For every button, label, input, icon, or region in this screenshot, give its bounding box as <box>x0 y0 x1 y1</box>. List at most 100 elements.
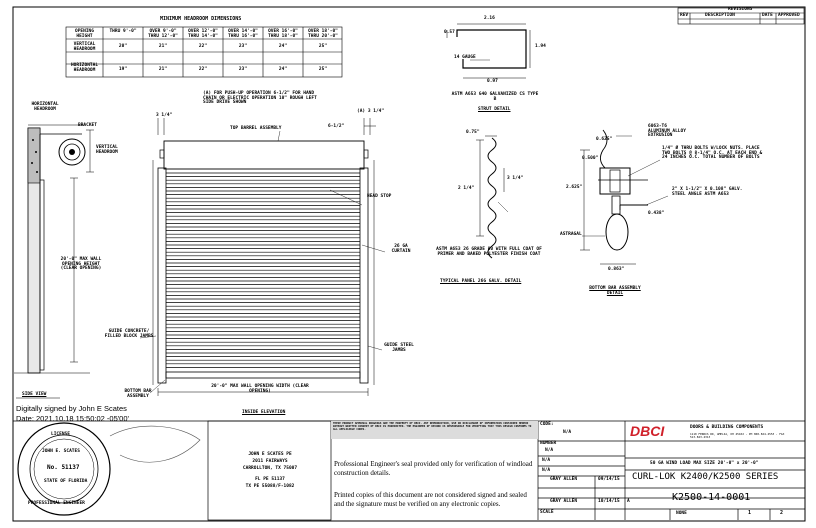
strut-spec: ASTM A653 G40 GALVANIZED CS TYPE B <box>451 92 539 102</box>
drawn-by: GRAY ALLEN <box>550 477 578 482</box>
copy-note: Printed copies of this document are not … <box>334 491 527 508</box>
cell-vertical: 24" <box>278 44 288 49</box>
label-operation-note: (A) FOR PUSH-UP OPERATION 6-1/2" FOR HAN… <box>203 91 317 105</box>
bottom-bar-detail-drawing <box>580 129 669 265</box>
cell-vertical: 25" <box>318 44 328 49</box>
signature-line-2: Date: 2021.10.18 15:50:02 -05'00' <box>16 414 129 423</box>
company-address: 1110 FERRIS RD, AMELIA, OH 45102 · PH 80… <box>690 432 785 439</box>
sheet-of: 2 <box>780 510 784 516</box>
strut-gauge: 14 GAUGE <box>454 55 476 60</box>
drawing-number: K2500-14-0001 <box>672 492 751 503</box>
drawn-date: 09/14/15 <box>598 477 620 482</box>
engineer-address-2: CARROLLTON, TX 75007 <box>242 466 298 471</box>
revision-header-approved: APPROVED <box>778 13 800 18</box>
row-label-opening: OPENING HEIGHT <box>75 29 94 39</box>
code-label: CODE: <box>540 422 554 427</box>
warning-shade <box>331 421 538 439</box>
wind-load: 50 GA WIND LOAD MAX SIZE 20'-0" x 20'-0" <box>650 461 759 466</box>
side-view-drawing <box>14 124 94 399</box>
seal-state: STATE OF FLORIDA <box>44 479 88 484</box>
label-top-barrel: TOP BARREL ASSEMBLY <box>230 126 282 131</box>
side-view-title: SIDE VIEW <box>22 392 47 397</box>
panel-spec: ASTM A653 26 GRADE 80 WITH FULL COAT OF … <box>436 247 542 257</box>
label-offset-dim: 6-1/2" <box>328 124 345 129</box>
warning-note: THESE PRODUCT APPROVAL DRAWINGS ARE THE … <box>333 422 532 432</box>
label-opening-width: 20'-0" MAX WALL OPENING WIDTH (CLEAR OPE… <box>211 384 309 394</box>
bb-d2: 0.500" <box>582 156 599 161</box>
col-height: OVER 18'-0" THRU 20'-0" <box>308 29 338 39</box>
sheet-border <box>12 6 806 522</box>
label-guide-right: GUIDE STEEL JAMBS <box>384 343 414 353</box>
col-height: OVER 9'-0" THRU 12'-0" <box>148 29 178 39</box>
label-curtain: 26 GA CURTAIN <box>391 244 411 254</box>
signature-mark <box>109 425 201 463</box>
ref-1: N/A <box>542 458 551 463</box>
revision-header-date: DATE <box>762 13 773 18</box>
seal-ring-bottom: PROFESSIONAL ENGINEER <box>28 501 85 506</box>
bb-d1: 0.625" <box>596 137 613 142</box>
row-label-horizontal: HORIZONTAL HEADROOM <box>70 63 99 73</box>
bb-d3: 2.625" <box>566 185 583 190</box>
sheet-number: 1 <box>748 510 752 516</box>
engineer-tx: TX PE 55088/F-1082 <box>245 484 295 489</box>
cell-horizontal: 25" <box>318 67 328 72</box>
cell-vertical: 23" <box>238 44 248 49</box>
strut-title: STRUT DETAIL <box>478 107 511 112</box>
panel-title: TYPICAL PANEL 26G GALV. DETAIL <box>440 279 522 284</box>
cell-horizontal: 19" <box>118 67 128 72</box>
checked-date: 10/14/15 <box>598 499 620 504</box>
strut-bottom-width: 0.97 <box>487 79 498 84</box>
rev-value: A <box>627 499 630 504</box>
label-bottom-bar: BOTTOM BAR ASSEMBLY <box>124 389 152 399</box>
seal-ring-top: LICENSE <box>51 432 70 437</box>
engineer-address-1: 2011 FAIRWAYS <box>252 459 288 464</box>
cell-horizontal: 23" <box>238 67 248 72</box>
label-right-dim: (A) 3 1/4" <box>357 109 385 114</box>
bb-alloy: 6063-T6 ALUMINUM ALLOY EXTRUSION <box>648 124 686 138</box>
label-vertical-headroom: VERTICAL HEADROOM <box>96 145 118 155</box>
series-title: CURL-LOK K2400/K2500 SERIES <box>632 472 779 482</box>
seal-name: JOHN E. SCATES <box>42 449 80 454</box>
elevation-title: INSIDE ELEVATION <box>242 410 286 415</box>
revision-header-rev: REV <box>680 13 689 18</box>
revision-title: REVISIONS <box>728 7 753 12</box>
dbci-logo: DBCI <box>630 423 665 439</box>
cell-vertical: 21" <box>158 44 168 49</box>
cell-vertical: 22" <box>198 44 208 49</box>
checked-by: GRAY ALLEN <box>550 499 578 504</box>
desc-value: N/A <box>545 448 554 453</box>
strut-left-dim: 0.57 <box>444 30 455 35</box>
revision-header-desc: DESCRIPTION <box>705 13 735 18</box>
bb-d5: 0.863" <box>608 267 625 272</box>
label-left-dim: 3 1/4" <box>156 113 173 118</box>
seal-license: No. 51137 <box>47 464 80 471</box>
bb-title: BOTTOM BAR ASSEMBLY DETAIL <box>589 286 641 296</box>
strut-top-width: 2.16 <box>484 16 495 21</box>
col-height: OVER 12'-0" THRU 14'-0" <box>188 29 218 39</box>
strut-detail-drawing <box>446 23 531 79</box>
label-guide-left: GUIDE CONCRETE/ FILLED BLOCK JAMBS <box>104 329 154 339</box>
strut-right-dim: 1.94 <box>535 44 546 49</box>
cell-horizontal: 22" <box>198 67 208 72</box>
typical-panel-drawing <box>476 135 509 259</box>
bb-bolts: 1/4" Ø THRU BOLTS W/LOCK NUTS. PLACE TWO… <box>662 146 763 160</box>
scale-label: SCALE <box>540 510 554 515</box>
col-height: THRU 9'-0" <box>109 29 137 34</box>
seal-note: Professional Engineer's seal provided on… <box>334 460 533 477</box>
headroom-table-grid <box>65 26 343 78</box>
engineer-name: JOHN E SCATES PE <box>248 452 292 457</box>
col-height: OVER 14'-0" THRU 16'-0" <box>228 29 258 39</box>
code-value: N/A <box>563 430 572 435</box>
curtain-slats <box>166 172 360 368</box>
col-height: OVER 16'-0" THRU 18'-0" <box>268 29 298 39</box>
row-label-vertical: VERTICAL HEADROOM <box>73 42 96 52</box>
headroom-table-title: MINIMUM HEADROOM DIMENSIONS <box>160 16 242 22</box>
elevation-drawing <box>139 118 386 396</box>
company-name: DOORS & BUILDING COMPONENTS <box>690 425 764 430</box>
panel-dim-a: 3 1/4" <box>507 176 524 181</box>
cell-vertical: 20" <box>118 44 128 49</box>
pe-seal <box>17 422 111 516</box>
desc-label: NUMBER <box>540 441 557 446</box>
scale-value: NONE <box>676 511 687 516</box>
bb-astragal: ASTRAGAL <box>560 232 582 237</box>
